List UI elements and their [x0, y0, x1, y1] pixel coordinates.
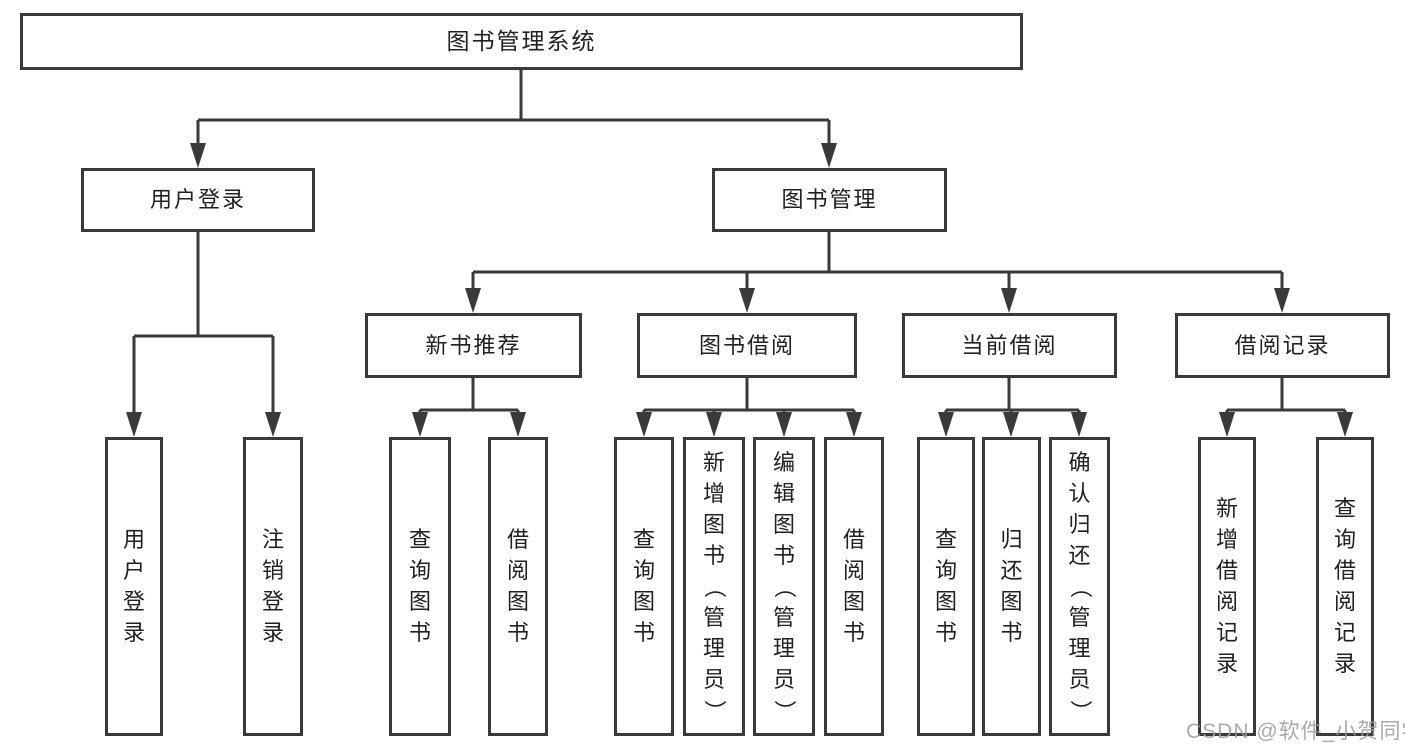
leaf-query-borrow-record: 查询借阅记录	[1316, 437, 1374, 736]
leaf-borrow-books-borrowing: 借阅图书	[824, 437, 884, 736]
leaf-return-book: 归还图书	[982, 437, 1041, 736]
node-user-login: 用户登录	[81, 168, 315, 232]
node-new-book-recommend: 新书推荐	[365, 313, 582, 378]
node-current-borrowing: 当前借阅	[902, 313, 1117, 378]
leaf-query-books-borrowing: 查询图书	[614, 437, 674, 736]
leaf-user-login: 用户登录	[105, 437, 163, 736]
node-book-borrowing: 图书借阅	[637, 313, 857, 378]
leaf-query-books-current: 查询图书	[917, 437, 975, 736]
leaf-confirm-return-admin: 确认归还（管理员）	[1049, 437, 1110, 736]
leaf-logout: 注销登录	[243, 437, 303, 736]
leaf-borrow-books-recommend: 借阅图书	[488, 437, 548, 736]
node-book-management: 图书管理	[712, 168, 947, 232]
node-library-system: 图书管理系统	[20, 13, 1023, 70]
leaf-query-books-recommend: 查询图书	[389, 437, 451, 736]
leaf-add-borrow-record: 新增借阅记录	[1198, 437, 1256, 736]
leaf-add-book-admin: 新增图书（管理员）	[683, 437, 745, 736]
watermark: CSDN @软件_小贺同学	[1186, 720, 1405, 743]
leaf-edit-book-admin: 编辑图书（管理员）	[753, 437, 815, 736]
node-borrowing-records: 借阅记录	[1175, 313, 1390, 378]
